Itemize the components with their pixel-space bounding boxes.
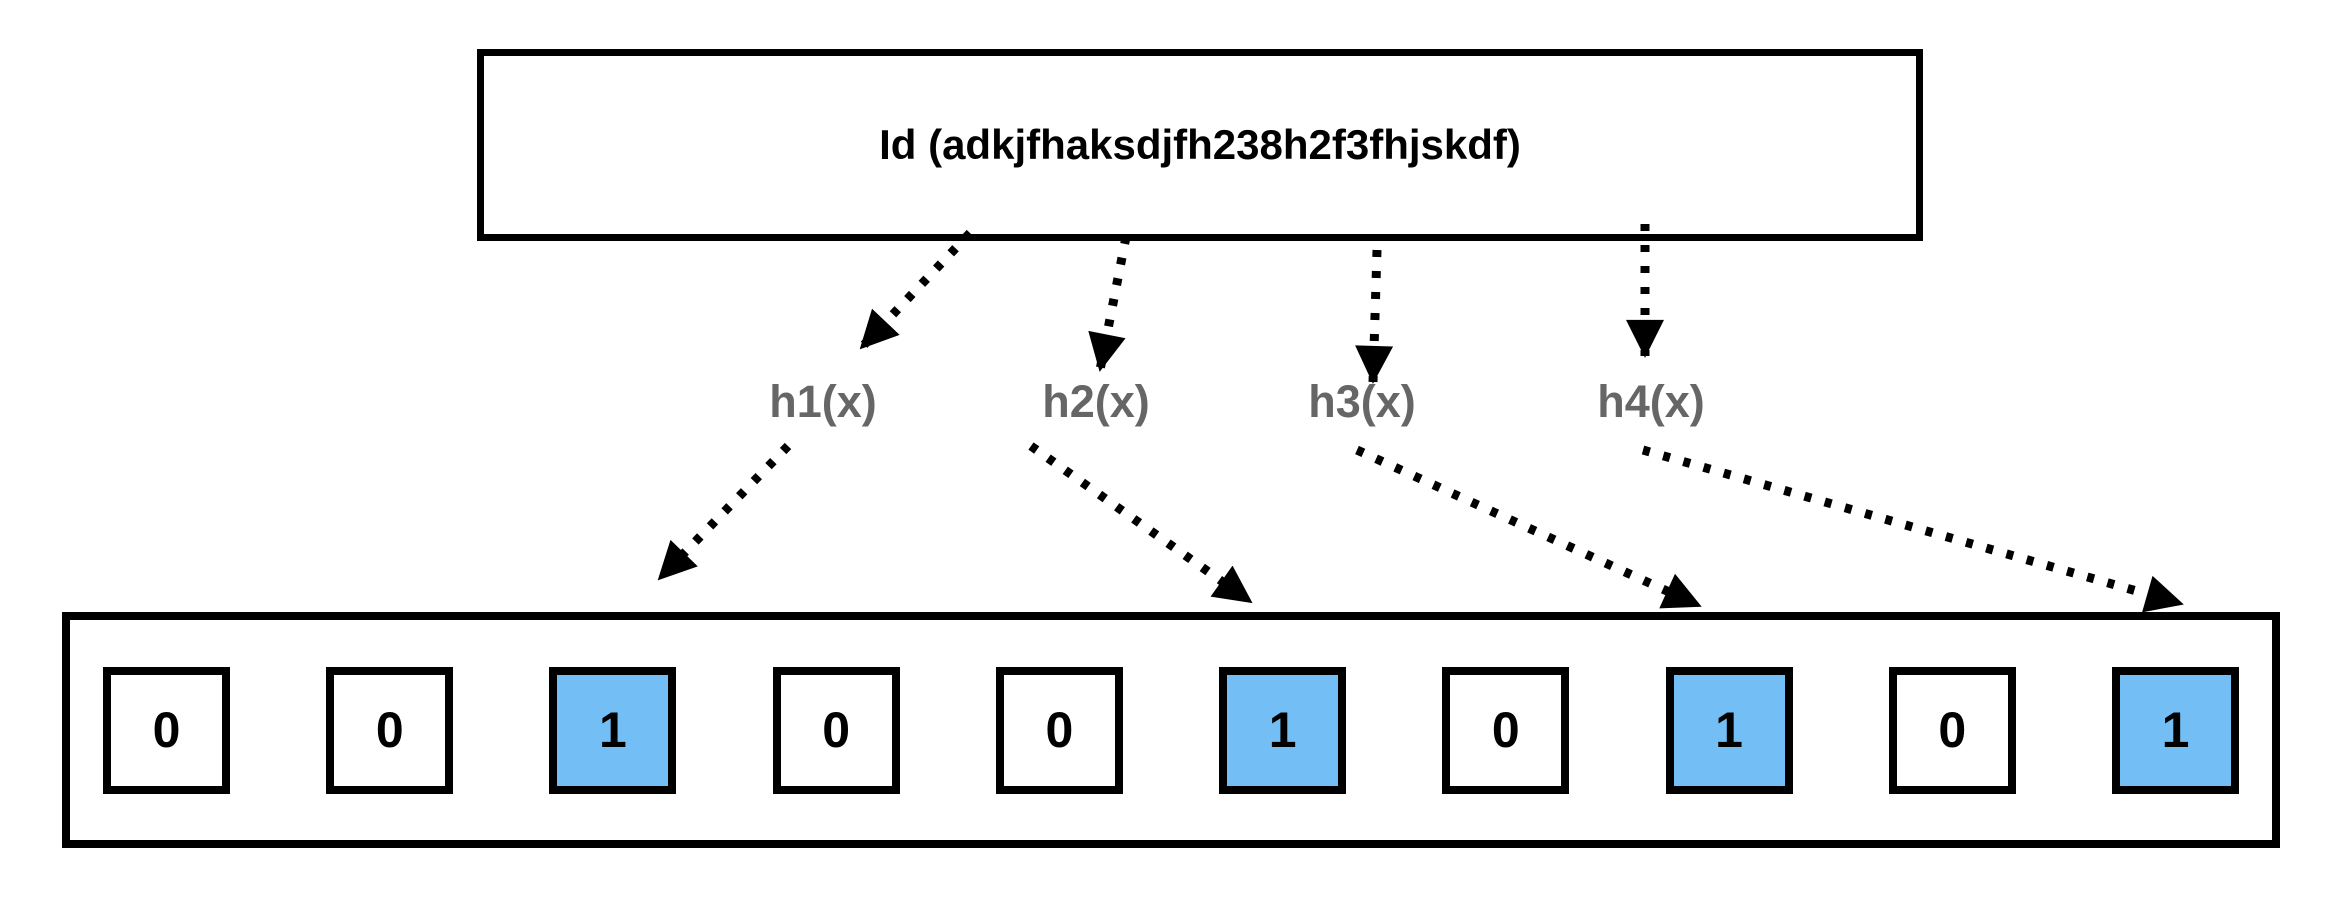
bit-cell-10: 1 [2111, 666, 2239, 794]
hash-label-h3: h3(x) [1308, 376, 1416, 427]
hash-label-h1: h1(x) [769, 376, 877, 427]
bit-cell-9: 0 [1888, 666, 2016, 794]
hash-label-h2: h2(x) [1042, 376, 1150, 427]
hash-label-h4: h4(x) [1597, 376, 1705, 427]
bit-cell-4: 0 [772, 666, 900, 794]
bit-cell-7: 0 [1442, 666, 1570, 794]
arrow-idbox-to-h3 [1355, 249, 1394, 384]
bit-cell-6: 1 [1219, 666, 1347, 794]
arrow-idbox-to-h2 [1088, 236, 1131, 372]
id-box: Id (adkjfhaksdjfh238h2f3fhjskdf) [477, 49, 1923, 241]
bit-cell-1: 0 [103, 666, 230, 794]
id-box-label: Id (adkjfhaksdjfh238h2f3fhjskdf) [879, 121, 1521, 168]
bit-cell-3: 1 [549, 666, 677, 794]
bit-cell-2: 0 [326, 666, 454, 794]
arrow-idbox-to-h1 [857, 229, 974, 352]
arrow-h2-to-cell6 [1028, 442, 1254, 606]
arrow-h4-to-cell10 [1641, 445, 2184, 613]
arrow-h1-to-cell3 [655, 442, 792, 583]
bit-cell-8: 1 [1665, 666, 1793, 794]
arrow-h3-to-cell8 [1355, 445, 1702, 611]
bit-cell-5: 0 [995, 666, 1123, 794]
